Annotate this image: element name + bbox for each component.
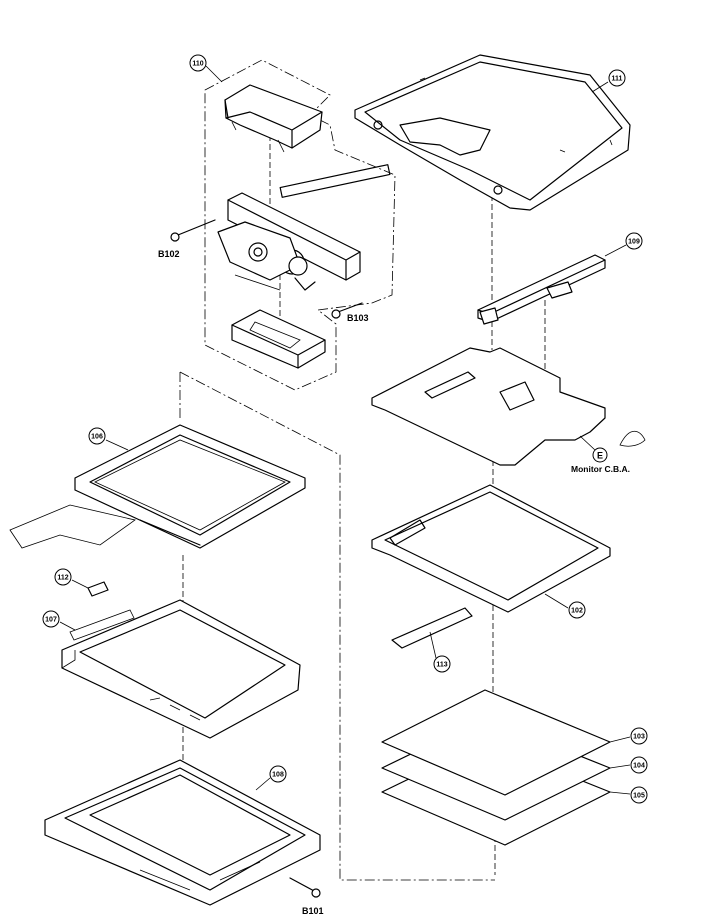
svg-text:109: 109 xyxy=(628,239,640,246)
callout-104: 104 xyxy=(630,756,648,774)
lcd-frame-102 xyxy=(371,484,611,649)
bracket-109 xyxy=(477,254,606,325)
label-monitor-cba: Monitor C.B.A. xyxy=(571,464,630,474)
screw-b103 xyxy=(331,302,363,319)
callout-110: 110 xyxy=(189,54,207,72)
svg-text:108: 108 xyxy=(272,772,284,779)
svg-text:104: 104 xyxy=(633,763,645,770)
svg-text:110: 110 xyxy=(192,61,203,68)
callout-105: 105 xyxy=(630,786,648,804)
svg-text:106: 106 xyxy=(91,434,103,441)
svg-text:107: 107 xyxy=(45,617,57,624)
callout-113: 113 xyxy=(433,655,451,673)
hinge-cover-upper xyxy=(224,84,323,153)
svg-text:112: 112 xyxy=(57,575,68,582)
callout-111: 111 xyxy=(608,69,626,87)
leader-lines xyxy=(59,65,631,795)
callout-103: 103 xyxy=(630,727,648,745)
svg-text:111: 111 xyxy=(612,76,623,83)
hinge-mechanism xyxy=(217,164,391,291)
top-cover-111 xyxy=(354,54,631,211)
svg-text:102: 102 xyxy=(571,608,583,615)
callout-112: 112 xyxy=(54,568,72,586)
rear-case-108 xyxy=(44,759,321,906)
label-b103: B103 xyxy=(347,313,369,323)
label-b102: B102 xyxy=(158,249,180,259)
spacer-112 xyxy=(87,581,109,597)
monitor-circuit-board xyxy=(371,347,646,466)
marker-e: E xyxy=(592,447,608,463)
screw-b102 xyxy=(170,219,216,242)
callout-106: 106 xyxy=(88,427,106,445)
callout-108: 108 xyxy=(269,765,287,783)
callout-107: 107 xyxy=(42,610,60,628)
lcd-panel-106 xyxy=(9,424,306,549)
svg-text:E: E xyxy=(597,451,603,461)
callout-109: 109 xyxy=(625,232,643,250)
chassis-frame-107 xyxy=(61,599,301,739)
svg-text:103: 103 xyxy=(633,734,645,741)
callout-102: 102 xyxy=(568,601,586,619)
svg-text:113: 113 xyxy=(436,662,447,669)
screw-b101 xyxy=(289,877,321,898)
label-b101: B101 xyxy=(302,906,324,916)
hinge-cover-lower xyxy=(231,309,326,369)
svg-text:105: 105 xyxy=(633,793,645,800)
